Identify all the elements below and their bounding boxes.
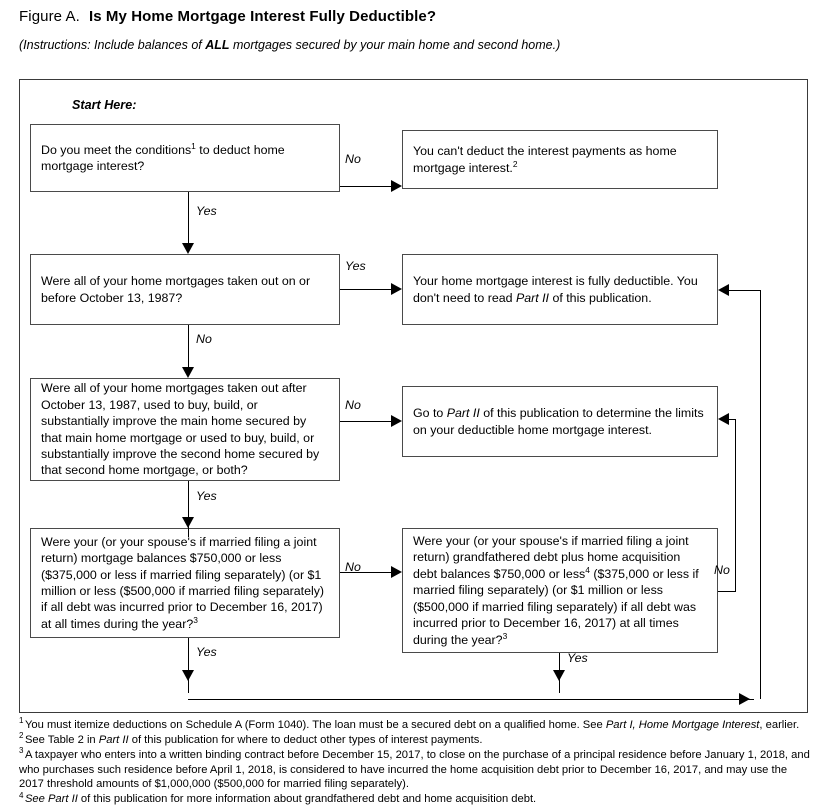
connector-q4-to-r4 xyxy=(340,571,392,573)
connector-r4-no-riser xyxy=(734,419,736,591)
label-yes-q1: Yes xyxy=(196,204,217,218)
box-r4-footnote-ref-4: 4 xyxy=(585,564,590,575)
connector-r4-no-into-r3 xyxy=(727,418,736,420)
footnote-2-italic: Part II xyxy=(98,734,129,747)
arrowhead-q2-to-r2 xyxy=(391,282,402,295)
box-r4-text-b: ($375,000 or less if married filing sepa… xyxy=(413,566,699,647)
connector-q1-to-r1 xyxy=(340,185,392,187)
outcome-box-cannot-deduct: You can't deduct the interest payments a… xyxy=(402,130,718,189)
label-no-q2: No xyxy=(196,332,212,346)
connector-q2-to-q3 xyxy=(187,325,189,368)
label-yes-q3: Yes xyxy=(196,489,217,503)
box-r3-text-a: Go to xyxy=(413,406,447,421)
label-yes-q4: Yes xyxy=(196,645,217,659)
box-r2-text-a: Your home mortgage interest is fully ded… xyxy=(413,274,698,305)
connector-r4-no-right xyxy=(718,590,736,592)
arrowhead-q2-to-q3 xyxy=(182,367,195,378)
page-title: Is My Home Mortgage Interest Fully Deduc… xyxy=(88,8,437,25)
box-r1-footnote-ref: 2 xyxy=(512,158,518,169)
arrowhead-q4-to-r4 xyxy=(391,565,402,578)
arrowhead-yes-into-r2 xyxy=(718,283,729,296)
arrowhead-q3-to-r3 xyxy=(391,414,402,427)
label-no-q1: No xyxy=(345,152,361,166)
outcome-box-go-to-part-ii: Go to Part II of this publication to det… xyxy=(402,386,718,457)
decision-box-after-oct-1987: Were all of your home mortgages taken ou… xyxy=(30,378,340,481)
box-r2-text-b: of this publication. xyxy=(549,290,652,305)
decision-box-grandfathered-debt: Were your (or your spouse's if married f… xyxy=(402,528,718,653)
box-r1-text-a: You can't deduct the interest payments a… xyxy=(413,144,677,175)
figure-instructions: (Instructions: Include balances of ALL m… xyxy=(19,38,560,52)
footnote-4-mark: 4 xyxy=(19,790,24,800)
arrowhead-merged-yes xyxy=(739,693,750,705)
flowchart-frame xyxy=(19,79,808,713)
connector-q2-to-r2 xyxy=(340,288,392,290)
footnote-2-text-b: of this publication for where to deduct … xyxy=(128,734,483,747)
box-q3-text: Were all of your home mortgages taken ou… xyxy=(41,381,320,478)
box-q1-text-b: to deduct home mortgage interest? xyxy=(41,142,285,173)
arrowhead-q1-to-q2 xyxy=(182,243,195,254)
box-r4-text-a: Were your (or your spouse's if married f… xyxy=(413,534,689,581)
box-q1-footnote-ref: 1 xyxy=(191,140,196,151)
footnote-1-text-a: You must itemize deductions on Schedule … xyxy=(24,719,606,731)
label-no-q3: No xyxy=(345,398,361,412)
arrowhead-q3-to-q4 xyxy=(182,517,195,528)
box-r4-footnote-ref-3: 3 xyxy=(502,630,508,641)
instructions-pre: (Instructions: Include balances of xyxy=(19,38,206,52)
start-here-label: Start Here: xyxy=(72,98,137,112)
arrowhead-r4-yes xyxy=(553,670,566,681)
footnote-1-italic: Part I, Home Mortgage Interest xyxy=(605,719,760,731)
box-r3-part-ii: Part II xyxy=(446,406,480,421)
box-r3-text-b: of this publication to determine the lim… xyxy=(413,406,704,437)
connector-yes-riser xyxy=(759,290,761,699)
label-yes-q2: Yes xyxy=(345,259,366,273)
connector-q3-to-r3 xyxy=(340,420,392,422)
decision-box-conditions: Do you meet the conditions1 to deduct ho… xyxy=(30,124,340,192)
decision-box-mortgage-balances: Were your (or your spouse's if married f… xyxy=(30,528,340,638)
footnote-3-mark: 3 xyxy=(19,746,24,756)
footnote-2-mark: 2 xyxy=(19,731,24,741)
connector-q4-yes-down xyxy=(187,638,189,693)
box-q2-text: Were all of your home mortgages taken ou… xyxy=(41,274,311,305)
connector-merged-yes-horizontal xyxy=(187,698,754,700)
figure-header: Figure A. Is My Home Mortgage Interest Fu… xyxy=(19,8,809,26)
connector-q3-to-q4 xyxy=(187,481,189,537)
box-q4-footnote-ref: 3 xyxy=(193,614,198,625)
decision-box-before-oct-1987: Were all of your home mortgages taken ou… xyxy=(30,254,340,325)
footnote-3-text-a: A taxpayer who enters into a written bin… xyxy=(19,749,810,791)
arrowhead-q1-to-r1 xyxy=(391,179,402,192)
footnote-2-text-a: See Table 2 in xyxy=(24,734,99,747)
label-no-q4: No xyxy=(345,560,361,574)
box-q1-text-a: Do you meet the conditions xyxy=(41,142,192,157)
instructions-emphasis: ALL xyxy=(205,38,230,52)
label-yes-r4: Yes xyxy=(567,651,588,665)
arrowhead-r4-no-into-r3 xyxy=(718,412,729,425)
footnote-1-mark: 1 xyxy=(19,716,24,726)
footnote-4-italic: See Part II xyxy=(24,793,78,806)
label-no-r4: No xyxy=(714,563,730,577)
footnote-1-text-b: , earlier. xyxy=(759,719,800,731)
box-q4-text: Were your (or your spouse's if married f… xyxy=(41,534,325,631)
arrowhead-q4-yes xyxy=(182,670,195,681)
connector-q1-to-q2 xyxy=(187,192,189,244)
instructions-post: mortgages secured by your main home and … xyxy=(229,38,561,52)
outcome-box-fully-deductible: Your home mortgage interest is fully ded… xyxy=(402,254,718,325)
connector-yes-into-r2 xyxy=(727,289,760,291)
figure-label: Figure A. xyxy=(19,8,80,25)
box-r2-part-ii: Part II xyxy=(515,290,550,305)
footnote-4-text-b: of this publication for more information… xyxy=(77,793,537,806)
